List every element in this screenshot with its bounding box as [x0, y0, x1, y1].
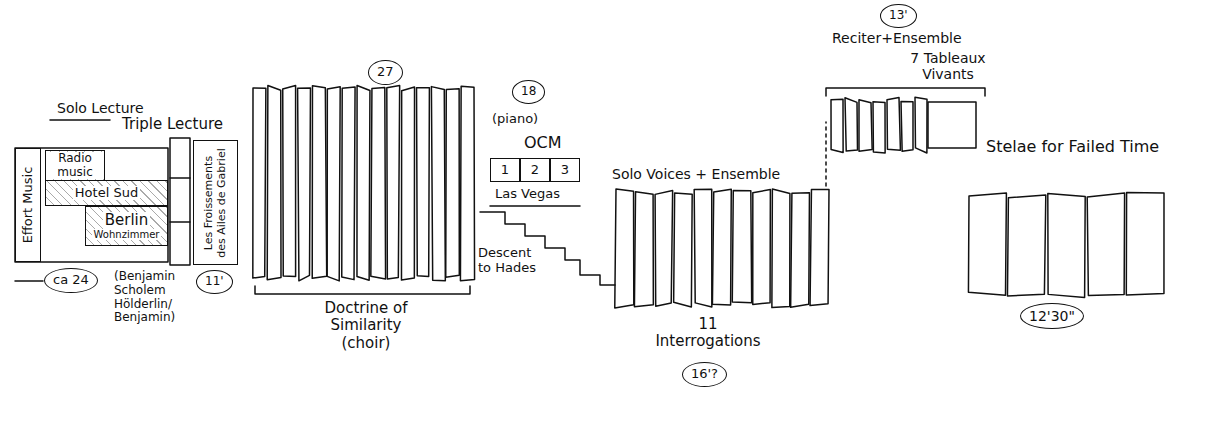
- callout-number: ca 24: [44, 268, 98, 293]
- sketch-box: Les Froissements des Ailes de Gabriel: [193, 140, 238, 265]
- leader-line: [15, 280, 43, 282]
- box-text: Hotel Sud: [73, 186, 140, 200]
- panel: [342, 87, 355, 280]
- panel: [873, 102, 885, 153]
- bracket: [826, 88, 985, 96]
- bracket: [255, 286, 470, 294]
- panel: [845, 98, 857, 151]
- panel: [431, 87, 445, 281]
- sketch-box: BerlinWohnzimmer: [85, 206, 168, 246]
- panel: [1007, 195, 1045, 296]
- note-label: Stelae for Failed Time: [984, 138, 1161, 156]
- callout-number: 12'30": [1020, 303, 1084, 329]
- panel: [253, 88, 266, 278]
- panel: [1126, 193, 1164, 296]
- panel: [887, 97, 900, 150]
- panel: [732, 190, 751, 302]
- note-label: 11 Interrogations: [650, 316, 766, 351]
- panel: [460, 86, 474, 280]
- note-label: Solo Lecture: [55, 100, 146, 116]
- panel: [968, 193, 1006, 295]
- panel: [327, 87, 340, 281]
- panel: [655, 191, 673, 307]
- callout-number: 18: [512, 80, 545, 104]
- panel: [615, 189, 634, 308]
- triple-lecture-column: [170, 138, 190, 265]
- panel: [674, 193, 693, 307]
- panel: [1048, 193, 1085, 297]
- callout-number: 11': [196, 270, 233, 294]
- sketch-box: Hotel Sud: [45, 180, 168, 206]
- panel: [712, 189, 731, 305]
- box-text: Radio music: [46, 152, 104, 178]
- panel: [901, 102, 913, 152]
- panel: [283, 85, 296, 276]
- panel: [753, 190, 771, 305]
- panel: [267, 85, 281, 279]
- panel: [401, 87, 414, 280]
- note-label: Descent to Hades: [476, 246, 544, 276]
- panel: [791, 193, 810, 307]
- underline: [490, 205, 580, 207]
- panel: [928, 102, 976, 148]
- note-label: (Benjamin Scholem Hölderlin/ Benjamin): [112, 270, 188, 325]
- panel: [298, 88, 311, 281]
- sketch-box: Effort Music: [15, 148, 41, 262]
- panel: [831, 99, 843, 152]
- panel: [371, 87, 386, 279]
- column-division: [170, 177, 190, 179]
- panel: [772, 189, 790, 308]
- note-label: Triple Lecture: [120, 116, 225, 133]
- panel: [417, 88, 430, 277]
- box-text: 2: [529, 163, 541, 177]
- sketch-box: 1: [490, 158, 520, 182]
- callout-number: 16'?: [682, 362, 727, 387]
- panel: [387, 86, 400, 279]
- note-label: Reciter+Ensemble: [830, 30, 964, 46]
- panel: [634, 192, 653, 307]
- column-division: [170, 221, 190, 223]
- panel: [859, 100, 872, 151]
- panel: [810, 189, 829, 305]
- panel: [312, 86, 326, 279]
- left-block-outline: [15, 148, 168, 262]
- note-label: Las Vegas: [493, 187, 562, 202]
- panel: [446, 89, 460, 277]
- callout-number: 27: [368, 60, 403, 85]
- panel: [915, 97, 927, 153]
- box-text: Effort Music: [21, 152, 36, 258]
- note-label: OCM: [522, 134, 564, 152]
- box-text: Wohnzimmer: [92, 229, 162, 240]
- solo-lecture-bar: [50, 119, 110, 121]
- box-text: 3: [559, 163, 571, 177]
- box-text: Berlin: [103, 212, 151, 229]
- callout-number: 13': [880, 4, 917, 28]
- sketch-box: Radio music: [45, 150, 105, 181]
- sketch-box: 2: [520, 158, 550, 182]
- panel: [694, 189, 712, 307]
- note-label: (piano): [490, 112, 540, 127]
- sketch-box: 3: [550, 158, 580, 182]
- note-label: Solo Voices + Ensemble: [610, 166, 782, 182]
- box-text: Les Froissements des Ailes de Gabriel: [203, 144, 228, 261]
- dotted-link: [825, 122, 827, 186]
- note-label: 7 Tableaux Vivants: [900, 50, 996, 82]
- panel: [357, 85, 370, 280]
- panel: [1087, 193, 1124, 295]
- box-text: 1: [499, 163, 511, 177]
- note-label: Doctrine of Similarity (choir): [302, 300, 430, 352]
